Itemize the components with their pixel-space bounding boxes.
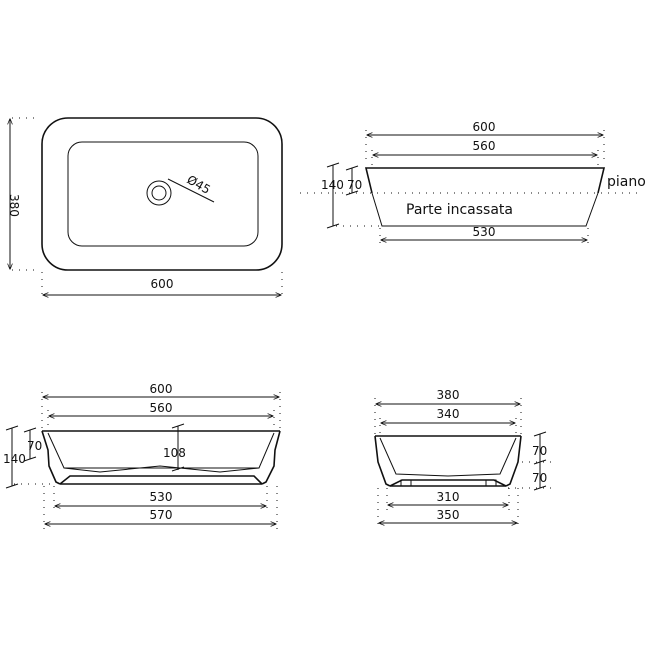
front-base-inner-dimension-label: 530 xyxy=(150,490,173,504)
recessed-view: piano Parte incassata 600 560 530 70 140 xyxy=(300,120,646,245)
basin-inner-bowl xyxy=(67,141,259,247)
top-width-dimension-label: 600 xyxy=(473,120,496,134)
side-top-width-dimension-label: 380 xyxy=(437,388,460,402)
side-view: 380 340 310 350 70 70 xyxy=(374,388,552,530)
width-dimension-label: 600 xyxy=(151,277,174,291)
side-right-wall xyxy=(505,435,522,487)
total-height-dimension-label: 140 xyxy=(321,178,344,192)
basin-outer-rim xyxy=(41,117,283,271)
front-view: 600 560 108 530 570 70 140 xyxy=(3,382,281,530)
upper-height-dimension-label: 70 xyxy=(347,178,362,192)
front-base-outer-dimension-label: 570 xyxy=(150,508,173,522)
surface-label: piano xyxy=(607,174,646,190)
drain-diameter-label: Ø45 xyxy=(185,172,213,196)
side-lower-height-dimension-label: 70 xyxy=(532,471,547,485)
front-right-wall xyxy=(261,430,281,485)
side-upper-height-dimension-label: 70 xyxy=(532,444,547,458)
recessed-part-label: Parte incassata xyxy=(406,202,513,218)
drain-leader-line xyxy=(167,178,215,203)
side-base-inner-dimension-label: 310 xyxy=(437,490,460,504)
front-depth-dimension-label: 108 xyxy=(163,446,186,460)
front-right-inner-wall xyxy=(180,432,275,469)
drain-outer-circle xyxy=(146,180,172,206)
side-base-outer-dimension-label: 350 xyxy=(437,508,460,522)
front-upper-height-dimension-label: 70 xyxy=(27,439,42,453)
front-left-inner-wall xyxy=(47,432,180,469)
front-inner-width-dimension-label: 560 xyxy=(150,401,173,415)
side-left-wall xyxy=(374,435,391,487)
front-bowl-bottom xyxy=(63,465,260,473)
drain-inner-circle xyxy=(151,185,167,201)
inner-width-dimension-label: 560 xyxy=(473,139,496,153)
basin-body-outline xyxy=(371,192,599,227)
side-inner-width-dimension-label: 340 xyxy=(437,407,460,421)
side-right-foot xyxy=(485,479,497,487)
bottom-width-dimension-label: 530 xyxy=(473,225,496,239)
front-top-width-dimension-label: 600 xyxy=(150,382,173,396)
top-view: Ø45 380 600 xyxy=(7,117,283,300)
front-left-wall xyxy=(41,430,61,485)
front-base xyxy=(59,475,263,485)
height-dimension-label: 380 xyxy=(7,194,21,217)
front-total-height-dimension-label: 140 xyxy=(3,452,26,466)
side-base xyxy=(389,479,507,487)
basin-rim-outline xyxy=(364,167,606,194)
side-left-inner-wall xyxy=(379,437,449,477)
side-left-foot xyxy=(400,479,412,487)
side-right-inner-wall xyxy=(447,437,517,477)
